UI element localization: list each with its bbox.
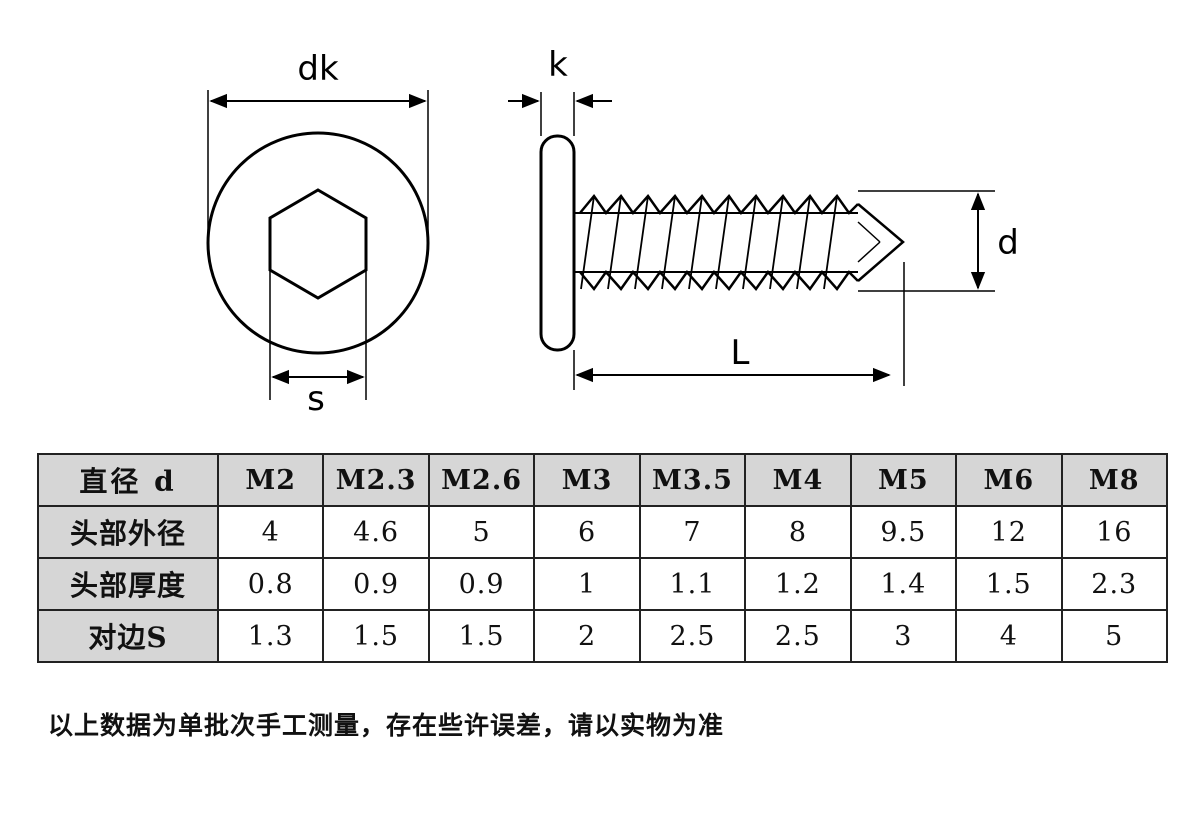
table-cell: 1.2 xyxy=(744,557,852,611)
head-top-view xyxy=(206,131,430,355)
table-cell: 8 xyxy=(744,505,852,559)
table-cell: 3 xyxy=(849,609,958,663)
table-cell: 2.5 xyxy=(744,609,852,663)
measurement-note: 以上数据为单批次手工测量，存在些许误差，请以实物为准 xyxy=(48,711,725,740)
table-cell: 2.5 xyxy=(638,609,747,663)
dimension-L: L xyxy=(573,262,905,390)
dimension-k: k xyxy=(508,45,612,136)
table-cell: 1.5 xyxy=(427,609,536,663)
table-row: 头部厚度 0.8 0.9 0.9 1 1.1 1.2 1.4 1.5 2.3 xyxy=(37,557,1168,611)
dimension-s: s xyxy=(269,270,367,419)
row-label-across-flats: 对边S xyxy=(37,609,219,663)
s-label: s xyxy=(307,379,325,419)
table-row: 头部外径 4 4.6 5 6 7 8 9.5 12 16 xyxy=(37,505,1168,559)
header-cell: M8 xyxy=(1060,453,1168,507)
table-cell: 0.9 xyxy=(322,557,430,611)
table-cell: 6 xyxy=(533,505,641,559)
table-cell: 4.6 xyxy=(322,505,430,559)
screw-technical-drawing: dk s k d L xyxy=(206,45,1019,419)
head-outer-circle xyxy=(206,131,430,355)
L-label: L xyxy=(731,333,750,373)
spec-table: 直径 d M2 M2.3 M2.6 M3 M3.5 M4 M5 M6 M8 头部… xyxy=(37,453,1168,663)
table-cell: 1 xyxy=(533,557,641,611)
header-cell: M2.6 xyxy=(427,453,536,507)
table-header-row: 直径 d M2 M2.3 M2.6 M3 M3.5 M4 M5 M6 M8 xyxy=(37,453,1168,507)
row-label-head-diameter: 头部外径 xyxy=(37,505,219,559)
thread-profile xyxy=(579,193,859,292)
screw-side-view xyxy=(539,134,905,352)
table-row: 对边S 1.3 1.5 1.5 2 2.5 2.5 3 4 5 xyxy=(37,609,1168,663)
dk-label: dk xyxy=(297,49,339,89)
table-cell: 9.5 xyxy=(849,505,958,559)
screw-tip xyxy=(857,203,905,282)
row-label-head-thickness: 头部厚度 xyxy=(37,557,219,611)
header-cell: M6 xyxy=(955,453,1063,507)
table-cell: 4 xyxy=(216,505,325,559)
table-cell: 5 xyxy=(427,505,536,559)
table-cell: 1.5 xyxy=(955,557,1063,611)
table-cell: 1.5 xyxy=(322,609,430,663)
table-cell: 16 xyxy=(1060,505,1168,559)
table-cell: 1.4 xyxy=(849,557,958,611)
screw-head xyxy=(539,134,576,352)
header-cell: M4 xyxy=(744,453,852,507)
d-label: d xyxy=(997,223,1019,263)
header-cell: M2.3 xyxy=(322,453,430,507)
header-cell: M3 xyxy=(533,453,641,507)
table-cell: 0.8 xyxy=(216,557,325,611)
table-cell: 4 xyxy=(955,609,1063,663)
table-cell: 2.3 xyxy=(1060,557,1168,611)
table-cell: 7 xyxy=(638,505,747,559)
hex-socket xyxy=(268,188,368,300)
table-cell: 1.1 xyxy=(638,557,747,611)
table-cell: 2 xyxy=(533,609,641,663)
header-cell: M5 xyxy=(849,453,958,507)
table-cell: 5 xyxy=(1060,609,1168,663)
header-diameter: 直径 d xyxy=(37,453,219,507)
k-label: k xyxy=(548,45,568,85)
table-cell: 12 xyxy=(955,505,1063,559)
table-cell: 0.9 xyxy=(427,557,536,611)
dimension-d: d xyxy=(858,190,1019,292)
header-cell: M2 xyxy=(216,453,325,507)
header-cell: M3.5 xyxy=(638,453,747,507)
table-cell: 1.3 xyxy=(216,609,325,663)
dimension-dk: dk xyxy=(207,49,429,243)
